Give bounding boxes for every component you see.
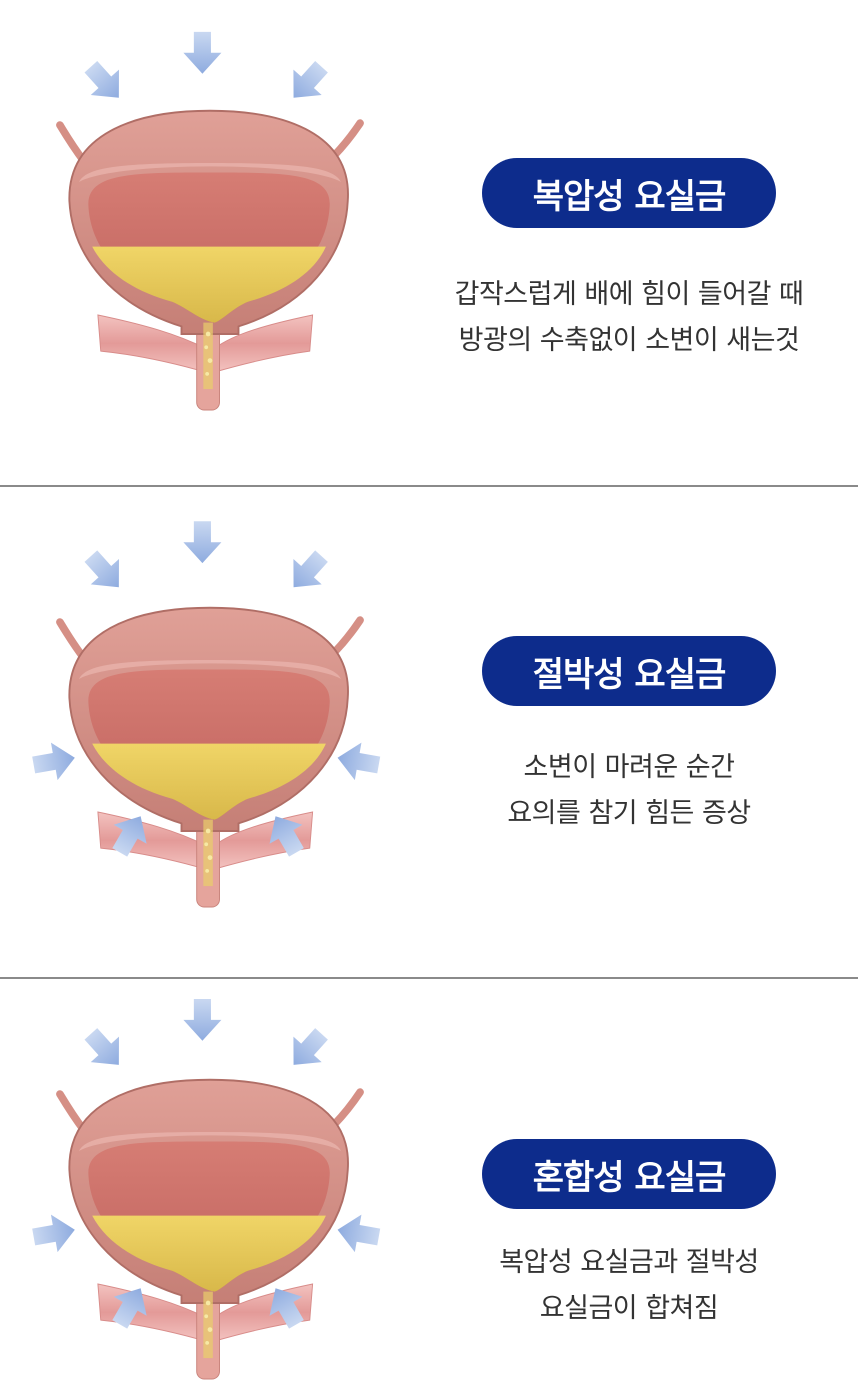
down-arrow-icon <box>76 54 133 111</box>
description-line: 방광의 수축없이 소변이 새는것 <box>458 325 800 356</box>
down-arrow-icon <box>76 543 133 600</box>
side-arrow-icon <box>334 1211 383 1256</box>
side-arrow-icon <box>30 739 79 784</box>
down-arrow-icon <box>183 521 222 564</box>
section-mixed-incontinence: 혼합성 요실금 복압성 요실금과 절박성 요실금이 합쳐짐 <box>0 979 858 1396</box>
bladder-illustration <box>30 999 383 1399</box>
down-arrow-icon <box>183 31 222 74</box>
down-arrow-icon <box>76 1021 133 1078</box>
section-title: 복압성 요실금 <box>532 176 727 217</box>
side-arrow-icon <box>334 739 383 784</box>
section-title-badge: 절박성 요실금 <box>482 636 776 706</box>
section-description: 갑작스럽게 배에 힘이 들어갈 때 방광의 수축없이 소변이 새는것 <box>400 272 858 364</box>
description-line: 요실금이 합쳐짐 <box>539 1293 719 1324</box>
down-arrow-icon <box>183 999 222 1041</box>
down-arrow-icon <box>279 54 336 111</box>
section-divider <box>0 977 858 979</box>
bladder-illustration <box>30 521 383 927</box>
section-title: 혼합성 요실금 <box>532 1157 727 1198</box>
down-arrow-icon <box>279 543 336 600</box>
section-title-badge: 복압성 요실금 <box>482 158 776 228</box>
description-line: 요의를 참기 힘든 증상 <box>507 798 751 829</box>
section-title-badge: 혼합성 요실금 <box>482 1139 776 1209</box>
section-title: 절박성 요실금 <box>532 654 727 695</box>
down-arrow-icon <box>279 1021 336 1078</box>
bladder-illustration <box>20 31 400 430</box>
side-arrow-icon <box>30 1211 79 1256</box>
section-description: 복압성 요실금과 절박성 요실금이 합쳐짐 <box>400 1240 858 1332</box>
description-line: 소변이 마려운 순간 <box>523 752 735 783</box>
section-description: 소변이 마려운 순간 요의를 참기 힘든 증상 <box>400 745 858 837</box>
description-line: 복압성 요실금과 절박성 <box>499 1247 759 1278</box>
section-divider <box>0 485 858 487</box>
section-stress-incontinence: 복압성 요실금 갑작스럽게 배에 힘이 들어갈 때 방광의 수축없이 소변이 새… <box>0 0 858 486</box>
section-urge-incontinence: 절박성 요실금 소변이 마려운 순간 요의를 참기 힘든 증상 <box>0 487 858 977</box>
description-line: 갑작스럽게 배에 힘이 들어갈 때 <box>454 279 804 310</box>
